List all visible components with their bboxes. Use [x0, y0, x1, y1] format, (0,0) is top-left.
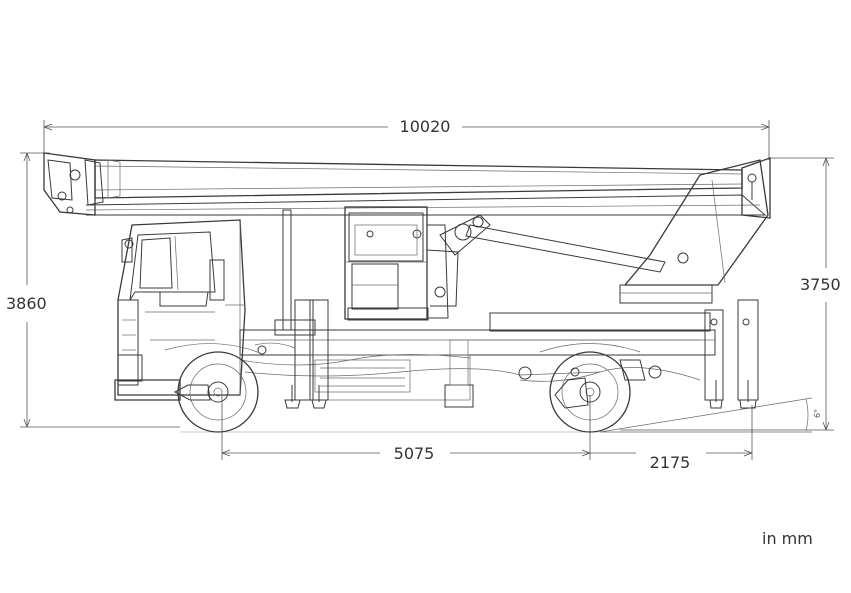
rear-overhang-dimension: 2175 [590, 405, 753, 472]
wheelbase-label: 5075 [394, 444, 435, 463]
right-height-label: 3750 [800, 275, 841, 294]
front-outrigger [254, 299, 329, 409]
length-label: 10020 [400, 117, 451, 136]
rear-overhang-label: 2175 [650, 453, 691, 472]
ramp-angle-label: 6° [813, 409, 822, 418]
aerial-boom [43, 152, 771, 219]
rear-outrigger [704, 299, 759, 409]
basket [344, 206, 459, 321]
wheelbase-dimension: 5075 [221, 395, 591, 463]
turret [439, 159, 769, 304]
front-wheel [164, 343, 266, 433]
right-height-dimension: 3750 [620, 157, 841, 431]
ramp-angle: 6° [599, 397, 822, 433]
chassis [239, 312, 716, 408]
length-dimension: 10020 [43, 117, 770, 160]
left-height-label: 3860 [6, 294, 47, 313]
left-height-dimension: 3860 [6, 152, 180, 428]
truck-cab [114, 219, 246, 401]
rear-wheel [539, 343, 641, 433]
unit-note: in mm [762, 529, 813, 548]
